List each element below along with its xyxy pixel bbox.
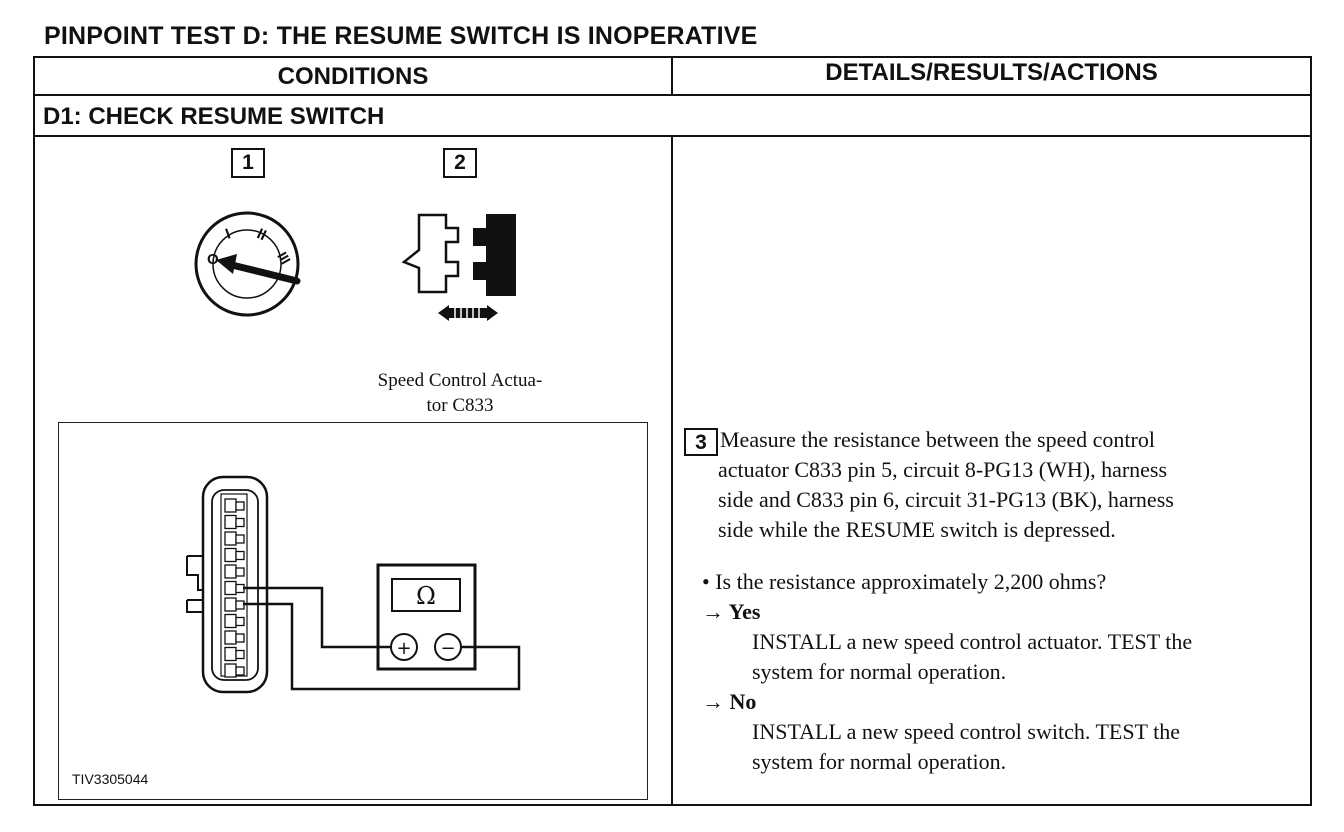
- header-column-divider: [671, 56, 673, 95]
- actuator-label-line1: Speed Control Actua-: [377, 370, 543, 391]
- step-1-box: 1: [231, 148, 265, 178]
- measure-line: side while the RESUME switch is depresse…: [718, 517, 1116, 542]
- body-column-divider: [671, 136, 673, 806]
- page-title: PINPOINT TEST D: THE RESUME SWITCH IS IN…: [44, 22, 758, 50]
- no-action-line1: INSTALL a new speed control switch. TEST…: [752, 719, 1180, 744]
- details-header: DETAILS/RESULTS/ACTIONS: [825, 59, 1158, 86]
- ignition-mark-three: III: [274, 249, 294, 267]
- step-2-box: 2: [443, 148, 477, 178]
- ignition-mark-one: I: [223, 225, 233, 242]
- ignition-switch-icon: O I II III: [194, 211, 301, 317]
- ohmmeter-icon: Ω + −: [376, 563, 477, 671]
- harness-connector-c833: [186, 475, 269, 694]
- header-divider: [33, 94, 1312, 96]
- step-header: D1: CHECK RESUME SWITCH: [43, 103, 385, 130]
- actuator-label-line2: tor C833: [426, 395, 494, 416]
- yes-action-line1: INSTALL a new speed control actuator. TE…: [752, 629, 1193, 654]
- ohm-symbol: Ω: [416, 582, 436, 610]
- connector-pins: [224, 498, 245, 678]
- yes-action-line2: system for normal operation.: [752, 659, 1007, 684]
- connector-pin-latch: [235, 633, 245, 643]
- no-label: → No: [702, 689, 757, 714]
- yes-label: → Yes: [702, 599, 761, 624]
- connector-pin-latch: [235, 666, 245, 676]
- no-action-line2: system for normal operation.: [752, 749, 1007, 774]
- measure-text: Measure the resistance between the speed…: [720, 425, 1304, 455]
- figure-code: TIV3305044: [72, 771, 149, 787]
- ignition-mark-zero: O: [207, 251, 219, 268]
- connector-pin-latch: [235, 550, 245, 561]
- measure-instruction: 3 Measure the resistance between the spe…: [684, 425, 1304, 456]
- meter-leads: [243, 586, 521, 691]
- connector-pin-latch: [235, 649, 245, 660]
- connector-pin-latch: [235, 567, 245, 577]
- connector-pin-latch: [235, 616, 245, 627]
- minus-terminal: −: [440, 638, 455, 659]
- plus-terminal: +: [396, 638, 411, 659]
- connector-pin-latch: [235, 517, 245, 528]
- resistance-question: • Is the resistance approximately 2,200 …: [702, 569, 1107, 594]
- double-arrow-icon: [438, 305, 498, 321]
- ignition-mark-two: II: [254, 225, 269, 244]
- connector-pin-latch: [235, 534, 245, 544]
- measure-line: side and C833 pin 6, circuit 31-PG13 (BK…: [718, 487, 1174, 512]
- connector-pin-latch: [235, 501, 245, 511]
- measure-line: actuator C833 pin 5, circuit 8-PG13 (WH)…: [718, 457, 1168, 482]
- step-3-box: 3: [684, 427, 718, 456]
- figure-frame: [58, 422, 648, 800]
- connector-disconnect-icon: [401, 213, 516, 321]
- actuator-label: Speed Control Actua- tor C833: [352, 368, 568, 418]
- measure-line: Measure the resistance between the speed…: [720, 427, 1155, 452]
- conditions-header: CONDITIONS: [277, 63, 429, 90]
